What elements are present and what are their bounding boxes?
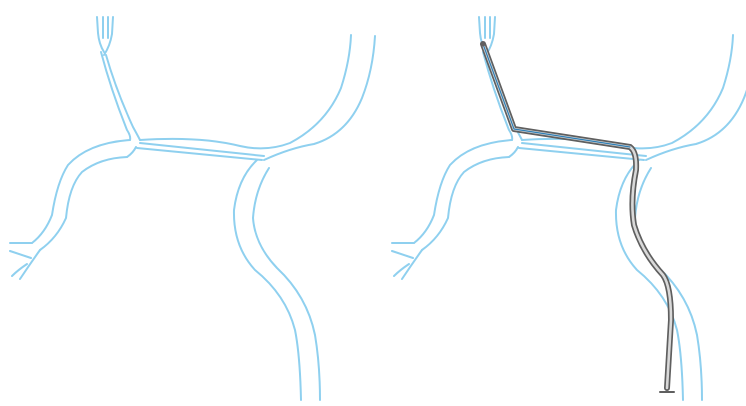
centerline-path	[481, 42, 675, 393]
path-start-marker	[481, 42, 486, 47]
vessel-tree-right	[392, 17, 746, 400]
vessel-tree-left	[10, 17, 375, 400]
